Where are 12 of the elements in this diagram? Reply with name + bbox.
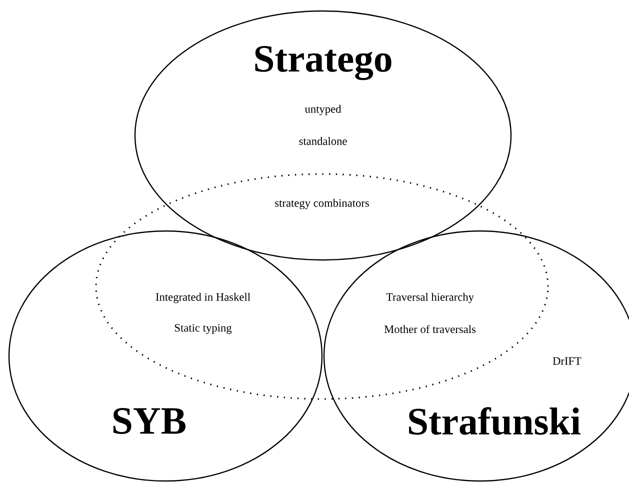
venn-text: strategy combinators — [275, 198, 369, 210]
venn-text: DrIFT — [552, 357, 582, 365]
venn-title: Strafunski — [409, 407, 580, 435]
venn-text: Static typing — [174, 324, 232, 334]
venn-text: standalone — [299, 137, 347, 145]
venn-text: Integrated in Haskell — [156, 292, 250, 304]
venn-text: Traversal hierarchy — [386, 292, 474, 304]
venn-text: Mother of traversals — [384, 324, 476, 334]
venn-text: untyped — [304, 104, 342, 116]
venn-title: Stratego — [255, 46, 392, 80]
venn-title: SYB — [113, 408, 186, 434]
dotted-ellipse — [95, 173, 549, 400]
